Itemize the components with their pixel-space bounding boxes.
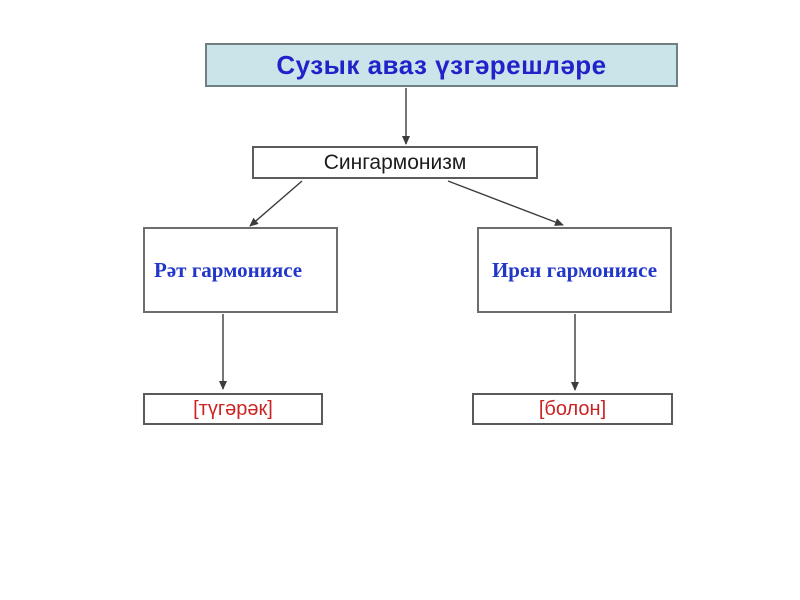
diagram-title-box: Сузык аваз үзгәрешләре [205,43,678,87]
root-node-text: Сингармонизм [323,150,467,174]
connector-root-to-right-branch-arrow [447,180,564,226]
branch-box-left: Рәт гармониясе [143,227,338,313]
result-right-text: [болон] [538,397,607,420]
branch-left-text: Рәт гармониясе [154,257,303,282]
result-box-left: [түгәрәк] [143,393,323,425]
result-box-right: [болон] [472,393,673,425]
root-node-box: Сингармонизм [252,146,538,179]
branch-right-text: Ирен гармониясе [491,257,658,282]
branch-box-right: Ирен гармониясе [477,227,672,313]
result-left-text: [түгәрәк] [193,397,273,420]
diagram-title-text: Сузык аваз үзгәрешләре [276,49,607,80]
connector-root-to-left-branch-arrow [249,180,303,227]
